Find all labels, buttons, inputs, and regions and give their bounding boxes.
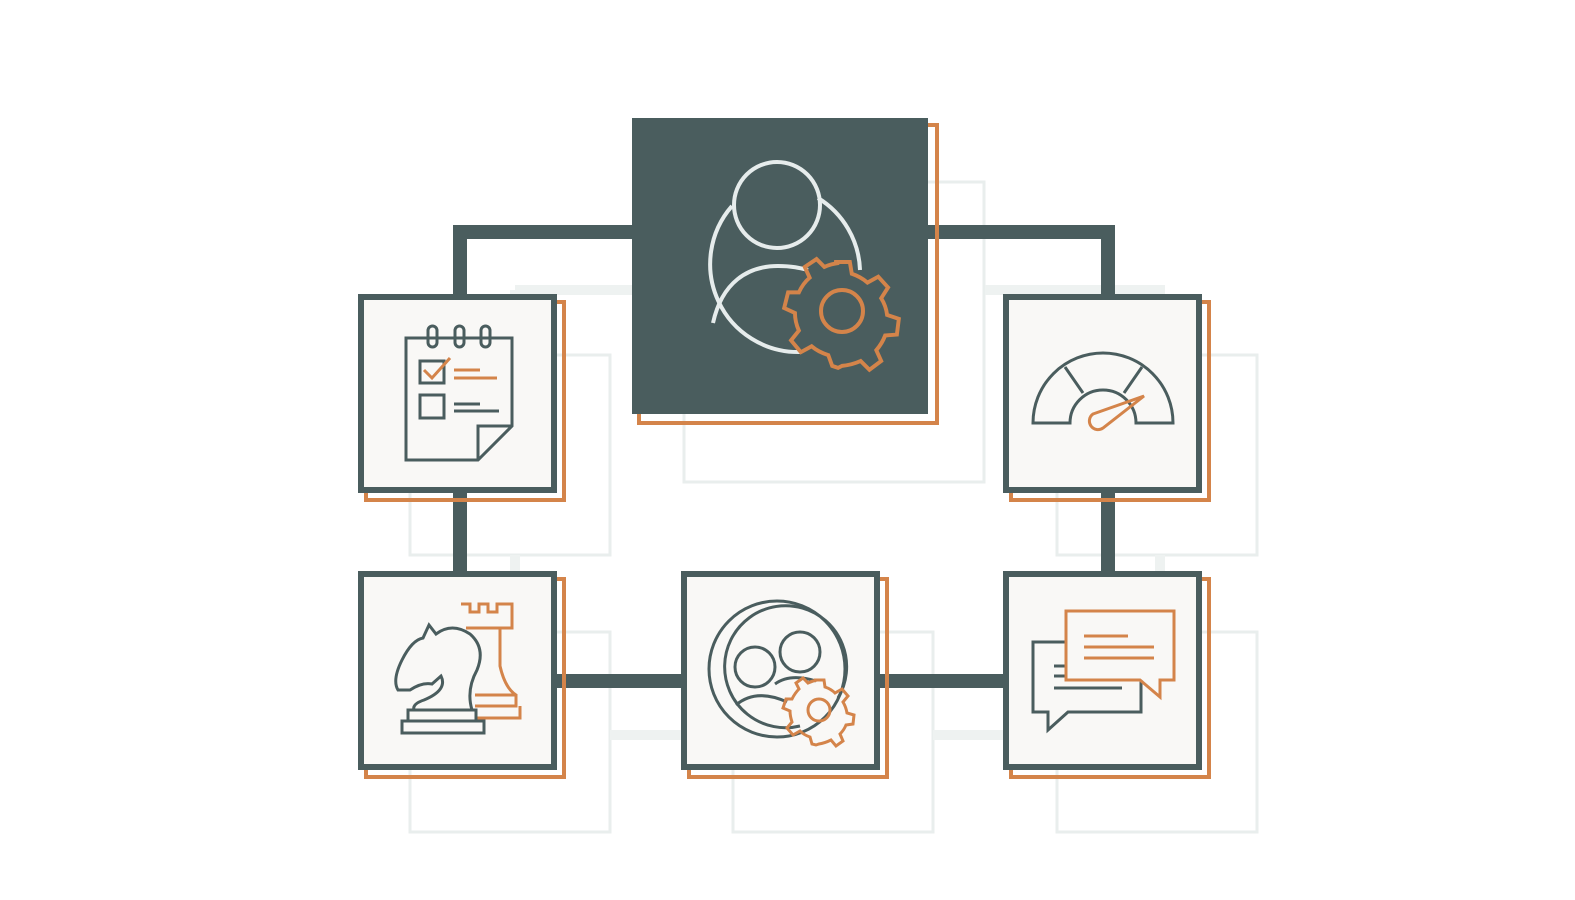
- connector-center-performance: [928, 225, 1115, 296]
- chat-bubbles-icon: [1031, 609, 1176, 734]
- connectors: [453, 225, 1115, 688]
- speedometer-gauge-icon: [1031, 351, 1175, 432]
- node-center: [632, 118, 939, 425]
- node-performance-box: [1003, 294, 1202, 493]
- node-checklist: [358, 294, 566, 502]
- chess-knight-rook-icon: [394, 602, 522, 735]
- user-settings-icon: [708, 160, 901, 373]
- team-settings-icon: [707, 599, 856, 749]
- node-communication: [1003, 571, 1211, 779]
- checklist-notepad-icon: [404, 324, 514, 462]
- node-communication-box: [1003, 571, 1202, 770]
- node-checklist-box: [358, 294, 557, 493]
- node-strategy: [358, 571, 566, 779]
- connector-center-checklist: [453, 225, 634, 296]
- node-strategy-box: [358, 571, 557, 770]
- node-team-management: [681, 571, 889, 779]
- node-performance: [1003, 294, 1211, 502]
